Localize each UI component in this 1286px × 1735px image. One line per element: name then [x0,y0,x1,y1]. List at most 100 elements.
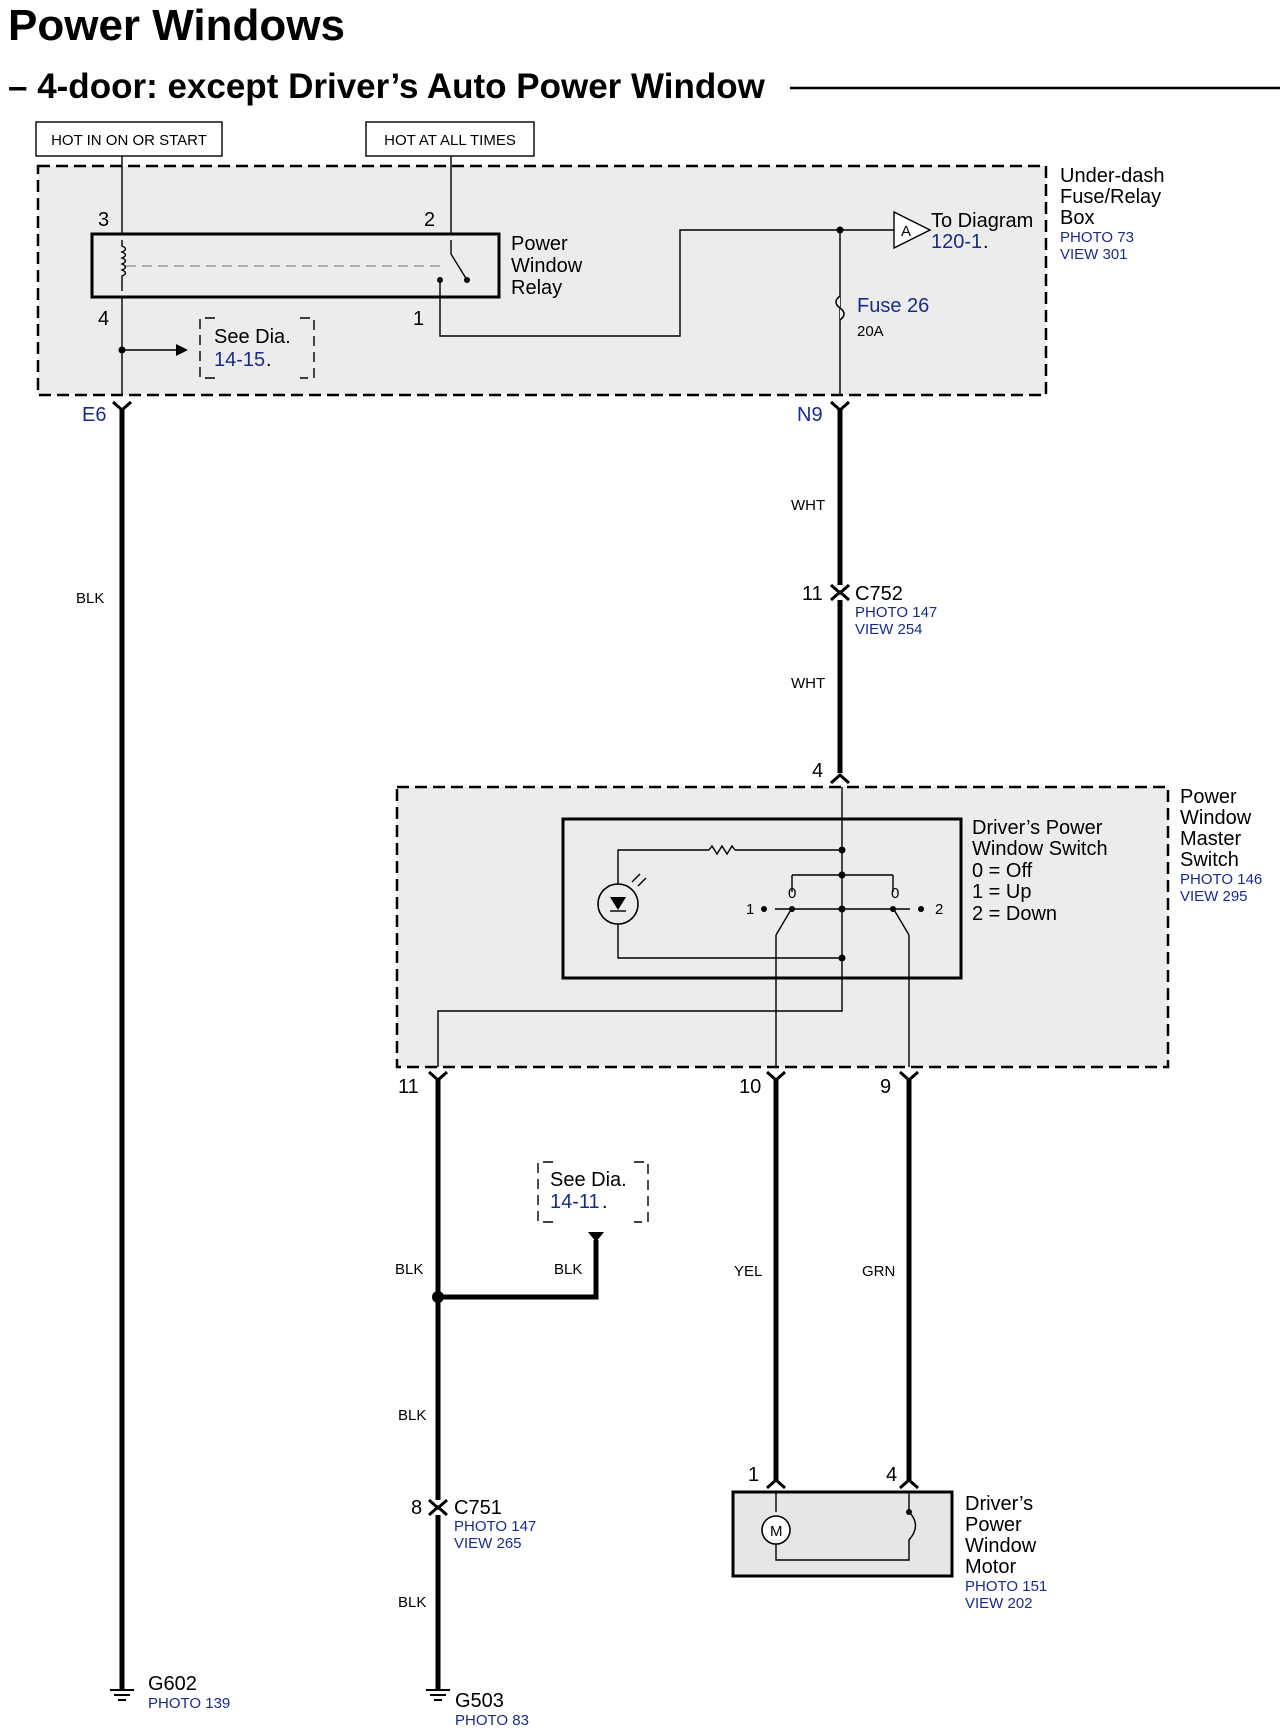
motor-pin-4-mark [899,1477,919,1490]
motor-limit-node [906,1509,912,1515]
master-switch-pin-4-mark [830,772,850,785]
switch-right-pivot [890,906,896,912]
page-title: Power Windows [8,1,345,50]
fuse-box-name-line2: Fuse/Relay [1060,186,1161,208]
switch-left-pos-0: 0 [788,885,796,902]
c752-connector-mark [830,583,850,602]
c751-photo[interactable]: PHOTO 147 [454,1518,536,1535]
wire-label-blk-bottom: BLK [398,1594,426,1611]
switch-left-pivot [789,906,795,912]
relay-pin-2: 2 [424,209,435,231]
switch-right-contact-2 [918,906,924,912]
relay-name-line1: Power [511,233,568,255]
switch-right-pos-0: 0 [891,885,899,902]
see-dia-14-11-label: See Dia. [550,1169,627,1191]
see-dia-14-11-box [537,1161,649,1223]
wire-label-blk-left: BLK [395,1261,423,1278]
relay-switch-node [464,277,470,283]
to-diagram-ref[interactable]: 120-1 [931,231,982,253]
switch-node-top [838,846,846,854]
relay-coil [120,240,127,291]
switch-legend-down: 2 = Down [972,903,1057,925]
terminal-n9: N9 [797,404,823,426]
switch-name-line1: Driver’s Power [972,817,1103,839]
power-window-relay [90,232,501,299]
c751-connector-mark [428,1498,448,1517]
motor-photo[interactable]: PHOTO 151 [965,1578,1047,1595]
resistor-symbol [708,844,736,856]
ground-g602-symbol [110,1689,134,1701]
fuse-box-name-line3: Box [1060,207,1094,229]
motor-pin-1: 1 [748,1464,759,1486]
see-dia-14-15-dot: . [266,349,272,371]
indicator-ray-2 [637,877,647,887]
fuse-26-rating: 20A [857,323,884,340]
relay-switch-arm [450,253,468,281]
to-diagram-dot: . [983,231,989,253]
switch-name-line2: Window Switch [972,838,1108,860]
wire-label-blk-mid: BLK [398,1407,426,1424]
see-dia-14-15-box [199,317,315,379]
wire-label-wht-lower: WHT [791,675,825,692]
c752-view[interactable]: VIEW 254 [855,621,923,638]
switch-left-arm [775,907,793,936]
wire-switch-out-11 [437,958,843,1067]
relay-pin-4: 4 [98,308,109,330]
switch-legend-off: 0 = Off [972,860,1033,882]
see-dia-14-15-label: See Dia. [214,326,291,348]
hot-in-on-or-start-box [35,121,223,157]
wire-label-grn: GRN [862,1263,895,1280]
master-switch-pin-4: 4 [812,760,823,782]
hot-at-all-times-box [365,121,535,157]
wire-indicator-return [617,924,842,959]
arrow-see-dia-14-11 [588,1232,604,1242]
fuse-26-symbol [835,295,845,321]
wire-label-wht-upper: WHT [791,497,825,514]
see-dia-14-15-ref[interactable]: 14-15 [214,349,265,371]
master-switch-pin-11: 11 [398,1076,419,1098]
power-window-master-switch [395,785,1170,1069]
motor-symbol-label: M [770,1523,783,1540]
hot-at-all-times-label: HOT AT ALL TIMES [384,132,516,149]
relay-pin-1: 1 [413,308,424,330]
see-dia-14-11-ref[interactable]: 14-11 [550,1191,600,1213]
master-switch-photo[interactable]: PHOTO 146 [1180,871,1262,888]
wire-label-blk-branch: BLK [554,1261,582,1278]
switch-right-pos-2: 2 [935,901,943,918]
motor-pin-1-mark [766,1477,786,1490]
master-switch-name-line4: Switch [1180,849,1239,871]
motor-view[interactable]: VIEW 202 [965,1595,1033,1612]
hot-in-on-or-start-label: HOT IN ON OR START [51,132,207,149]
c752-name: C752 [855,583,903,605]
master-switch-pin-9: 9 [880,1076,891,1098]
drivers-power-window-switch [561,817,963,980]
fuse-26-label: Fuse 26 [857,295,929,317]
ground-g503-photo[interactable]: PHOTO 83 [455,1712,529,1729]
fuse-box-photo[interactable]: PHOTO 73 [1060,229,1134,246]
page-subtitle: – 4-door: except Driver’s Auto Power Win… [8,67,766,106]
wire-label-blk-main: BLK [76,590,104,607]
wire-label-yel: YEL [734,1263,762,1280]
c752-photo[interactable]: PHOTO 147 [855,604,937,621]
c751-view[interactable]: VIEW 265 [454,1535,522,1552]
ground-g503-name: G503 [455,1690,504,1712]
see-dia-14-11-dot: . [602,1191,608,1213]
wire-motor-return [775,1544,910,1561]
ground-g602-photo[interactable]: PHOTO 139 [148,1695,230,1712]
switch-legend-up: 1 = Up [972,881,1031,903]
motor-name-line4: Motor [965,1556,1016,1578]
fuse-box-view[interactable]: VIEW 301 [1060,246,1128,263]
c752-pin: 11 [802,583,823,605]
relay-name-line3: Relay [511,277,562,299]
c751-name: C751 [454,1497,502,1519]
master-switch-name-line1: Power [1180,786,1237,808]
master-switch-name-line2: Window [1180,807,1252,829]
switch-left-contact-1 [761,906,767,912]
relay-pin-3: 3 [98,209,109,231]
to-diagram-label: To Diagram [931,210,1033,232]
fuse-box-name-line1: Under-dash [1060,165,1165,187]
master-switch-view[interactable]: VIEW 295 [1180,888,1248,905]
ground-g503-symbol [426,1689,450,1701]
motor-name-line1: Driver’s [965,1493,1033,1515]
